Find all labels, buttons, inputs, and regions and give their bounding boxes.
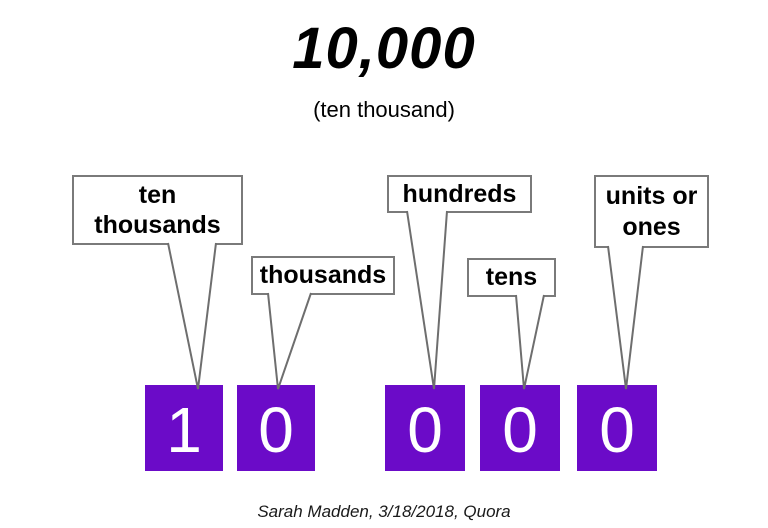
digit-tile-hundreds: 0 (385, 385, 465, 471)
callout-tens-label: tens (485, 263, 538, 292)
callout-tens: tens (467, 258, 556, 297)
callout-ten-thousands: ten thousands (72, 175, 243, 245)
digit-tens: 0 (502, 394, 538, 466)
callout-tail-thousands (267, 292, 312, 390)
callout-tail-ten-thousands (167, 242, 217, 390)
digit-hundreds: 0 (407, 394, 443, 466)
attribution-text: Sarah Madden, 3/18/2018, Quora (257, 502, 511, 521)
digit-units: 0 (599, 394, 635, 466)
callout-hundreds: hundreds (387, 175, 532, 213)
callout-tail-hundreds (406, 210, 448, 390)
callout-units-or-ones-label: units or ones (605, 182, 698, 241)
digit-tile-ten-thousands: 1 (145, 385, 223, 471)
callout-ten-thousands-label: ten thousands (94, 180, 221, 240)
page-title: 10,000 (292, 16, 476, 81)
callout-thousands-label: thousands (259, 261, 387, 290)
callout-thousands: thousands (251, 256, 395, 295)
page-subtitle: (ten thousand) (313, 97, 455, 122)
digit-tile-thousands: 0 (237, 385, 315, 471)
callout-hundreds-label: hundreds (402, 179, 517, 208)
callout-tail-units-or-ones (607, 245, 644, 390)
callout-tail-tens (515, 294, 545, 390)
callout-units-or-ones: units or ones (594, 175, 709, 248)
digit-ten-thousands: 1 (166, 394, 202, 466)
digit-thousands: 0 (258, 394, 294, 466)
digit-tile-units: 0 (577, 385, 657, 471)
digit-tile-tens: 0 (480, 385, 560, 471)
